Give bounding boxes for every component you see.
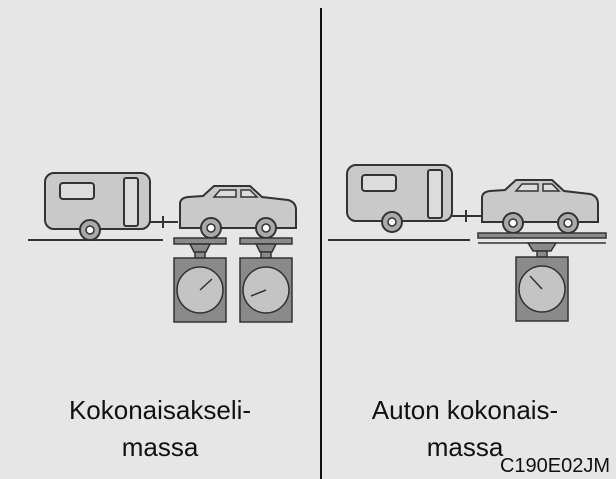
left-caption-line1: Kokonaisakseli- (68, 395, 252, 425)
axle-scale-rear (239, 237, 293, 323)
car (481, 179, 599, 234)
figure-code: C190E02JM (499, 455, 610, 477)
right-panel-illustration (328, 164, 607, 322)
left-caption-line2: massa (121, 432, 199, 462)
trailer (44, 172, 178, 241)
vehicle-scale (477, 232, 607, 322)
scale-platform (477, 232, 607, 239)
axle-scale-front (173, 237, 227, 323)
car (179, 185, 297, 239)
right-caption-line2: massa (426, 432, 504, 462)
right-caption-line1: Auton kokonais- (371, 395, 559, 425)
trailer (346, 164, 482, 233)
left-panel-illustration (28, 172, 297, 323)
